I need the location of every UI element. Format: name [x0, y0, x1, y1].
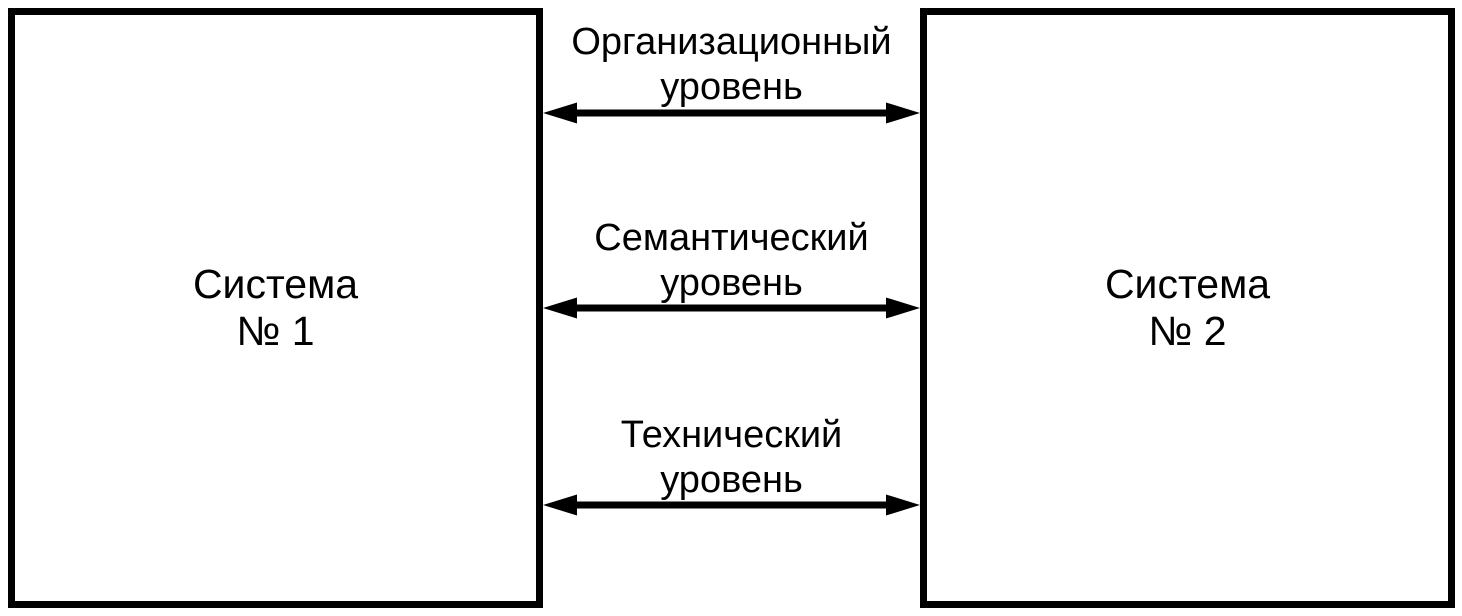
- technical-level-line2: уровень: [660, 459, 803, 501]
- system-1-box: Система № 1: [8, 8, 543, 608]
- organizational-level-label: Организационный уровень: [543, 20, 920, 110]
- system-2-label: Система № 2: [1105, 261, 1270, 355]
- system-1-name: Система: [192, 261, 359, 307]
- system-2-number: № 2: [1148, 308, 1227, 354]
- semantic-level-double-arrow-icon: [543, 297, 920, 319]
- semantic-level-line1: Семантический: [594, 217, 869, 259]
- organizational-level-line1: Организационный: [571, 21, 892, 63]
- technical-level-label: Технический уровень: [543, 413, 920, 503]
- technical-level-line1: Технический: [620, 414, 843, 456]
- semantic-level-label: Семантический уровень: [543, 216, 920, 306]
- levels-column: Организационный уровень Семантический ур…: [543, 0, 920, 616]
- organizational-level-line2: уровень: [660, 66, 803, 108]
- system-2-name: Система: [1104, 261, 1271, 307]
- technical-level-double-arrow-icon: [543, 494, 920, 516]
- system-1-label: Система № 1: [193, 261, 358, 355]
- semantic-level-line2: уровень: [660, 262, 803, 304]
- system-2-box: Система № 2: [920, 8, 1455, 608]
- system-1-number: № 1: [236, 308, 315, 354]
- organizational-level-double-arrow-icon: [543, 102, 920, 124]
